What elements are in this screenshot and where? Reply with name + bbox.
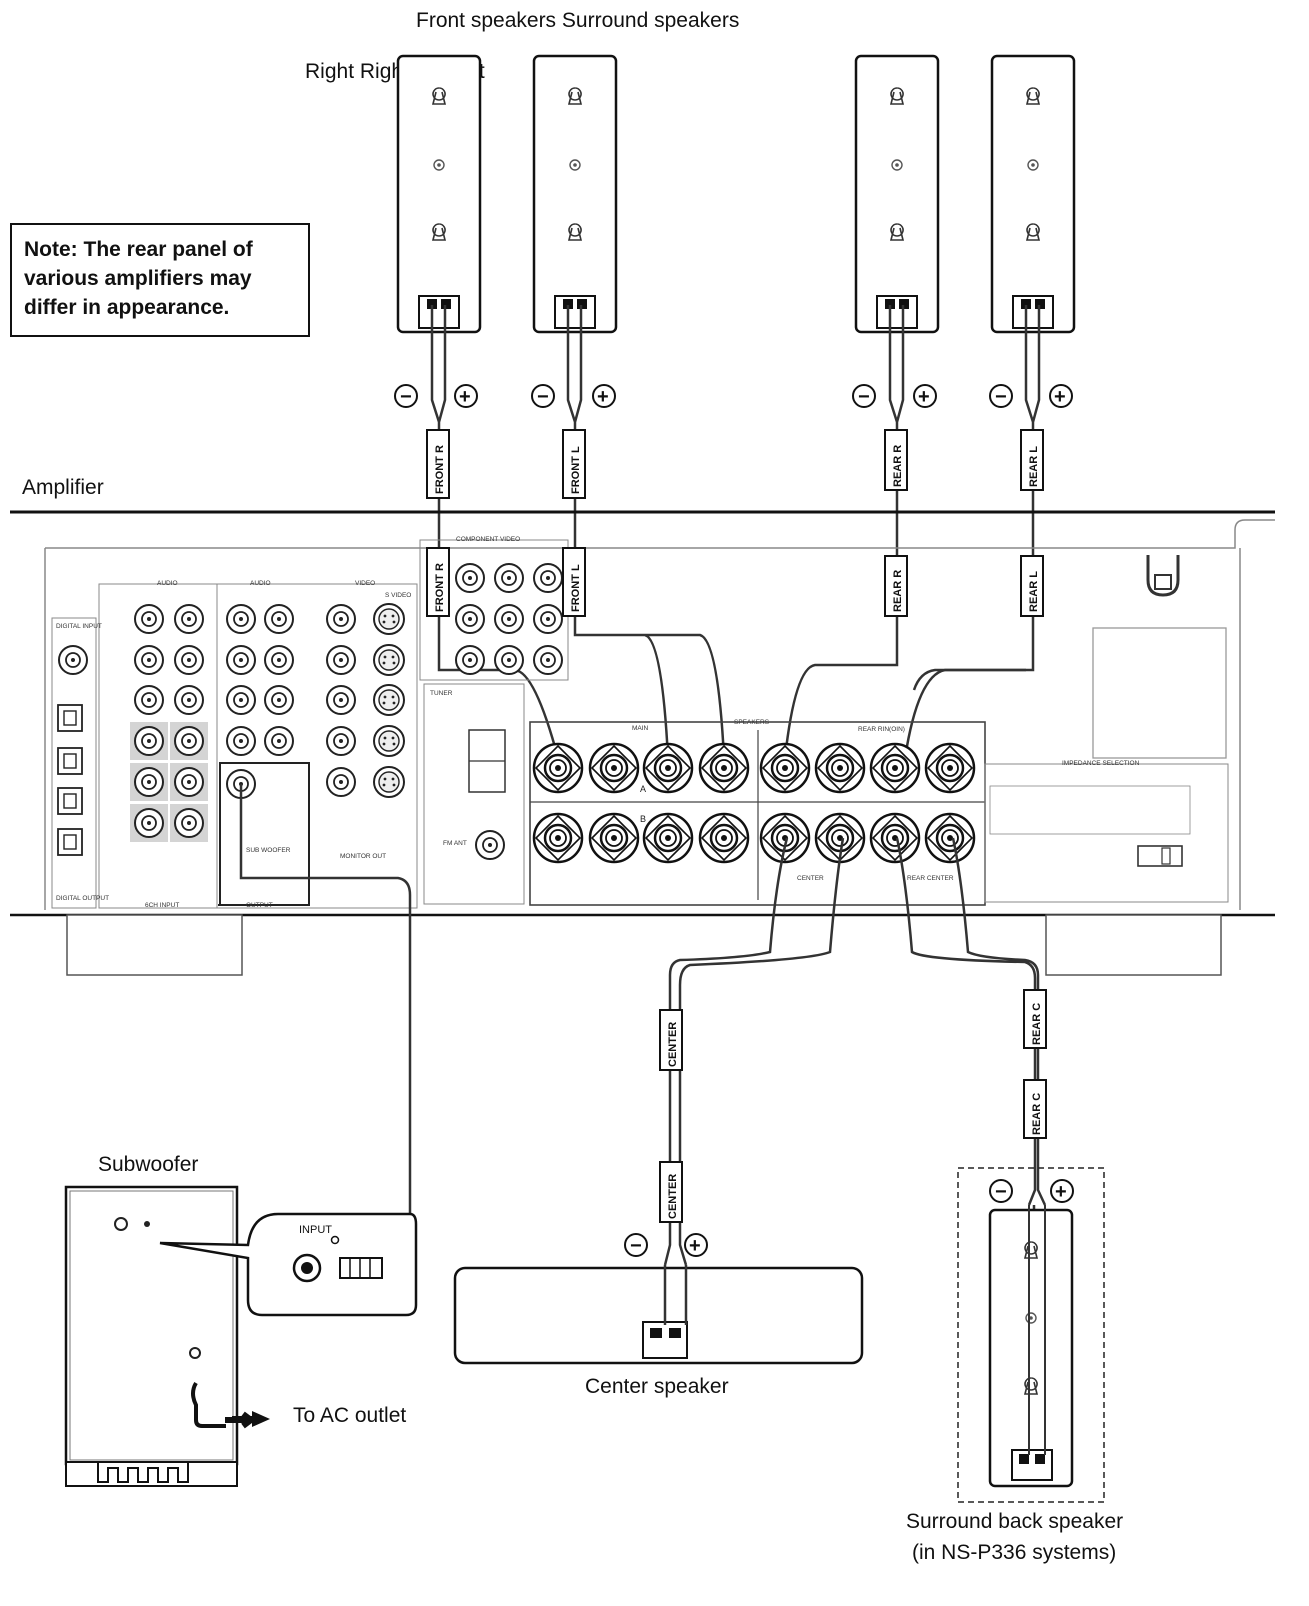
svg-text:OUTPUT: OUTPUT bbox=[246, 902, 273, 909]
svg-text:SUB WOOFER: SUB WOOFER bbox=[246, 847, 291, 854]
svg-text:FRONT R: FRONT R bbox=[434, 563, 446, 612]
svg-text:−: − bbox=[995, 386, 1007, 408]
svg-text:REAR C: REAR C bbox=[1031, 1093, 1043, 1135]
cable-tags: FRONT R FRONT L REAR R REAR L FRONT R FR… bbox=[426, 429, 1044, 617]
svg-text:+: + bbox=[689, 1235, 701, 1257]
svg-text:REAR R: REAR R bbox=[892, 445, 904, 487]
surround-right-speaker bbox=[854, 54, 940, 334]
subwoofer bbox=[64, 1185, 418, 1487]
svg-text:CENTER: CENTER bbox=[667, 1174, 679, 1219]
svg-text:+: + bbox=[918, 386, 930, 408]
front-right-speaker bbox=[396, 54, 482, 334]
svg-text:REAR CENTER: REAR CENTER bbox=[907, 875, 954, 882]
note-box: Note: The rear panel of various amplifie… bbox=[10, 223, 310, 337]
svg-text:IMPEDANCE SELECTION: IMPEDANCE SELECTION bbox=[1062, 760, 1140, 767]
svg-text:−: − bbox=[537, 386, 549, 408]
svg-text:AUDIO: AUDIO bbox=[157, 580, 178, 587]
svg-text:MAIN: MAIN bbox=[632, 725, 649, 732]
center-speaker bbox=[453, 1265, 864, 1365]
svg-text:+: + bbox=[1054, 386, 1066, 408]
svg-text:CENTER: CENTER bbox=[667, 1022, 679, 1067]
surround-back-label-2: (in NS-P336 systems) bbox=[912, 1541, 1116, 1564]
top-speaker-wires bbox=[430, 305, 1041, 759]
svg-text:REAR L: REAR L bbox=[1028, 446, 1040, 487]
svg-text:DIGITAL OUTPUT: DIGITAL OUTPUT bbox=[56, 895, 109, 902]
svg-text:AUDIO: AUDIO bbox=[250, 580, 271, 587]
svg-text:SPEAKERS: SPEAKERS bbox=[734, 719, 770, 726]
front-left-speaker bbox=[532, 54, 618, 334]
svg-text:6CH INPUT: 6CH INPUT bbox=[145, 902, 179, 909]
svg-text:FRONT L: FRONT L bbox=[570, 564, 582, 612]
svg-text:B: B bbox=[640, 814, 646, 824]
speaker-binding-posts bbox=[532, 742, 976, 864]
svg-text:−: − bbox=[858, 386, 870, 408]
panel-labels: COMPONENT VIDEO AUDIO AUDIO VIDEO S VIDE… bbox=[56, 536, 1140, 909]
top-terminal-markers: − + − + − + − + bbox=[394, 384, 1073, 408]
surround-left-speaker bbox=[990, 54, 1076, 334]
svg-text:A: A bbox=[640, 784, 646, 794]
svg-text:FM ANT: FM ANT bbox=[443, 840, 467, 847]
svg-text:FRONT L: FRONT L bbox=[570, 446, 582, 494]
svg-text:REAR C: REAR C bbox=[1031, 1003, 1043, 1045]
svg-text:REAR L: REAR L bbox=[1028, 571, 1040, 612]
amplifier-label: Amplifier bbox=[22, 476, 104, 499]
svg-text:S VIDEO: S VIDEO bbox=[385, 592, 411, 599]
svg-text:TUNER: TUNER bbox=[430, 690, 453, 697]
surround-back-speaker bbox=[957, 1167, 1105, 1503]
input-label: INPUT bbox=[299, 1224, 332, 1236]
svg-text:REAR R: REAR R bbox=[892, 570, 904, 612]
surround-back-label-1: Surround back speaker bbox=[906, 1510, 1123, 1533]
svg-text:−: − bbox=[400, 386, 412, 408]
svg-text:DIGITAL INPUT: DIGITAL INPUT bbox=[56, 623, 102, 630]
amplifier-rear-panel bbox=[10, 510, 1275, 976]
svg-text:REAR RIN(OIN): REAR RIN(OIN) bbox=[858, 726, 905, 733]
svg-text:−: − bbox=[995, 1181, 1007, 1203]
header-label: Front speakers Surround speakers bbox=[416, 9, 739, 32]
svg-text:FRONT R: FRONT R bbox=[434, 445, 446, 494]
center-speaker-label: Center speaker bbox=[585, 1375, 729, 1398]
svg-text:CENTER: CENTER bbox=[797, 875, 824, 882]
subwoofer-label: Subwoofer bbox=[98, 1153, 198, 1176]
svg-text:+: + bbox=[459, 386, 471, 408]
svg-text:+: + bbox=[597, 386, 609, 408]
svg-text:+: + bbox=[1055, 1181, 1067, 1203]
center-terminal-markers: − + bbox=[624, 1233, 708, 1257]
to-ac-outlet-label: To AC outlet bbox=[293, 1404, 406, 1427]
surround-back-terminal-markers: − + bbox=[989, 1179, 1074, 1203]
svg-text:VIDEO: VIDEO bbox=[355, 580, 375, 587]
svg-text:−: − bbox=[630, 1235, 642, 1257]
panel-jacks bbox=[57, 563, 563, 860]
svg-text:MONITOR OUT: MONITOR OUT bbox=[340, 853, 386, 860]
svg-text:COMPONENT VIDEO: COMPONENT VIDEO bbox=[456, 536, 520, 543]
lower-cable-tags: CENTER CENTER REAR C REAR C bbox=[659, 989, 1047, 1223]
